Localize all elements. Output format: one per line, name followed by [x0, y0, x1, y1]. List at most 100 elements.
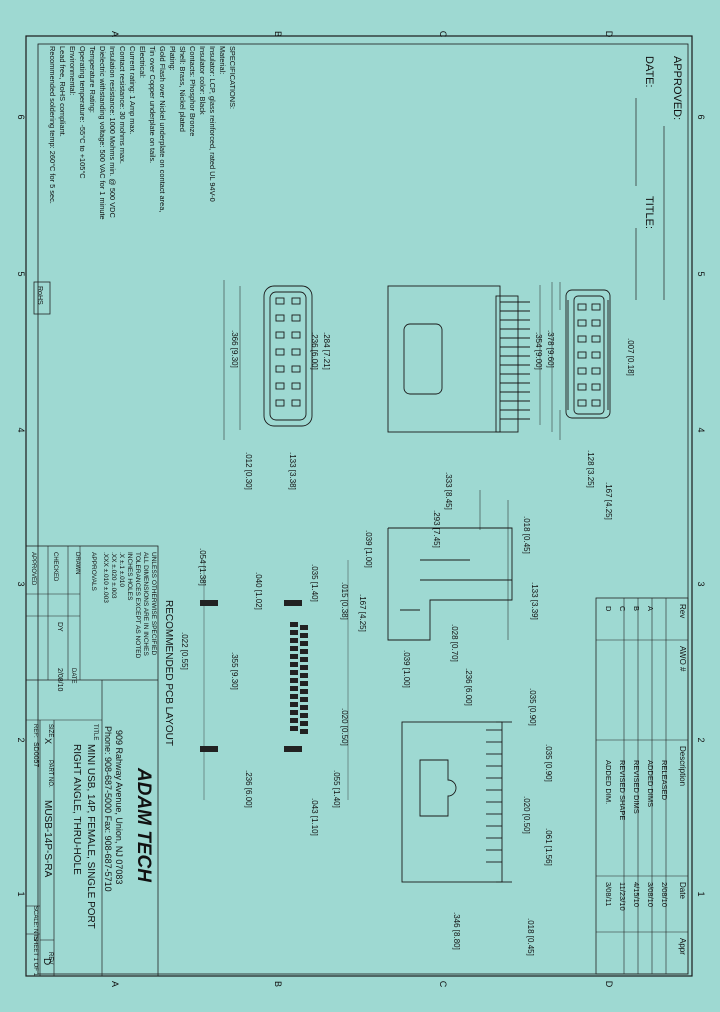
spec-line: Material: — [218, 46, 227, 74]
dim-236a: .236 [6.00] — [310, 332, 319, 370]
zone-letter: A — [110, 31, 120, 37]
dim-035b: .035 [0.90] — [544, 744, 553, 782]
size-value: X — [43, 738, 53, 744]
approval-block: APPROVED: DATE: TITLE: — [635, 56, 683, 300]
rev-cell-rev: C — [618, 606, 627, 612]
pcb-pad — [300, 665, 308, 670]
dim-061: .061 [1.56] — [544, 828, 553, 866]
dim-035c: .035 [1.40] — [310, 564, 319, 602]
contact-pin — [291, 297, 301, 305]
side-view-connector — [387, 285, 530, 433]
spec-line: Electrical: — [138, 46, 147, 78]
zone-letter: C — [438, 31, 448, 38]
dim-346: .346 [8.80] — [452, 912, 461, 950]
spec-line: Recommended soldering temp: 260°C for 5 … — [48, 46, 57, 204]
pcb-pad — [300, 689, 308, 694]
pcb-pad — [290, 694, 298, 699]
pcb-pad — [300, 625, 308, 630]
pcb-pad — [290, 710, 298, 715]
title-label: TITLE: — [643, 196, 655, 229]
drawn-date: 2/08/10 — [56, 668, 63, 691]
rev-cell-date: 3/08/10 — [646, 882, 655, 907]
rev-cell-rev: D — [604, 606, 613, 612]
approval-row-label: DRAWN — [74, 552, 80, 574]
zone-number: 1 — [696, 891, 706, 896]
zone-letters: D C B A D C B A — [110, 31, 614, 988]
company-phone: Phone: 908-687-5000 Fax: 908-687-5710 — [103, 726, 113, 892]
rev-cell-description: REVISED SHAPE — [618, 760, 627, 820]
contact-pin — [577, 399, 587, 407]
dim-167: .167 [4.25] — [604, 482, 613, 520]
rev-table-header: Appr — [678, 938, 687, 955]
pcb-layout — [200, 600, 308, 752]
pcb-label: RECOMMENDED PCB LAYOUT — [163, 600, 174, 746]
pcb-pad — [300, 657, 308, 662]
tolerance-line: .XXX ±.010 ±.003 — [102, 552, 109, 603]
zone-number: 3 — [16, 581, 26, 586]
rev-value: D — [41, 958, 52, 965]
bottom-view-dims: .035 [0.90] .020 [0.50] .061 [1.56] .346… — [452, 744, 553, 956]
zone-letter: B — [273, 981, 283, 987]
dim-133b: .133 [3.39] — [530, 582, 539, 620]
zone-letter: D — [604, 31, 614, 38]
pcb-pad — [300, 633, 308, 638]
company-name: ADAM TECH — [133, 767, 154, 883]
contact-pin — [275, 297, 285, 305]
contact-pin — [577, 335, 587, 343]
spec-line: Environmental: — [68, 46, 77, 95]
ref-label: REF: — [32, 724, 38, 738]
zone-number: 2 — [696, 737, 706, 742]
part-title-line2: RIGHT ANGLE, THRU-HOLE — [71, 744, 82, 875]
tolerance-line: .X ±.1 ±.010 — [118, 552, 125, 587]
spec-line: Shell: Brass, Nickel plated — [178, 46, 187, 132]
dim-022: .022 [0.55] — [180, 632, 189, 670]
spec-line: SPECIFICATIONS: — [228, 46, 237, 109]
tolerance-line: ALL DIMENSIONS ARE IN INCHES — [142, 552, 149, 656]
contact-pin — [275, 314, 285, 322]
frame — [25, 35, 693, 977]
dim-035a: .035 [0.90] — [528, 688, 537, 726]
contact-pin — [591, 367, 601, 375]
zone-letter: A — [110, 981, 120, 987]
rev-table-header: Rev — [678, 604, 687, 618]
dim-366: .366 [9.30] — [230, 330, 239, 368]
zone-number: 6 — [16, 114, 26, 119]
contact-pin — [291, 399, 301, 407]
rev-cell-description: ADDED DIM. — [604, 760, 613, 804]
specifications: SPECIFICATIONS:Material:Insulator: LCP, … — [48, 46, 237, 220]
dim-020b: .020 [0.50] — [340, 708, 349, 746]
spec-line: Temperature Rating: — [88, 46, 97, 113]
scale-value: SCALE: NTS — [32, 906, 38, 941]
contact-pin — [577, 303, 587, 311]
dim-054: .054 [1.38] — [198, 548, 207, 586]
rev-table-header: AWO # — [678, 646, 687, 672]
tolerance-line: TOLERANCES EXCEPT AS NOTED — [134, 552, 141, 659]
pcb-pad — [290, 638, 298, 643]
pcb-pad — [300, 649, 308, 654]
rev-cell-rev: B — [632, 606, 641, 611]
pcb-pad — [300, 681, 308, 686]
rev-table-header: Date — [678, 882, 687, 899]
rev-cell-rev: A — [646, 606, 655, 611]
rev-cell-date: 11/23/10 — [618, 882, 627, 911]
title-field-label: TITLE — [92, 724, 98, 740]
part-no-label: PART NO. — [47, 760, 53, 788]
contact-pin — [291, 331, 301, 339]
dim-043: .043 [1.10] — [310, 798, 319, 836]
approval-row-label: APPROVED — [30, 552, 36, 586]
dim-018a: .018 [0.45] — [522, 516, 531, 554]
pcb-pad — [290, 646, 298, 651]
spec-line: Current rating: 1 Amp max. — [128, 46, 137, 134]
contact-pin — [577, 351, 587, 359]
pcb-pad — [290, 630, 298, 635]
dim-020a: .020 [0.50] — [522, 796, 531, 834]
pcb-pad — [290, 622, 298, 627]
spec-line: Insulation resistance: 1000 Mohms min. @… — [108, 46, 117, 218]
dim-039a: .039 [1.00] — [364, 530, 373, 568]
spec-line: Insulator: LCP, glass reinforced, rated … — [208, 46, 217, 202]
contact-pin — [275, 331, 285, 339]
pcb-pad — [290, 726, 298, 731]
dim-128: .128 [3.25] — [586, 450, 595, 488]
